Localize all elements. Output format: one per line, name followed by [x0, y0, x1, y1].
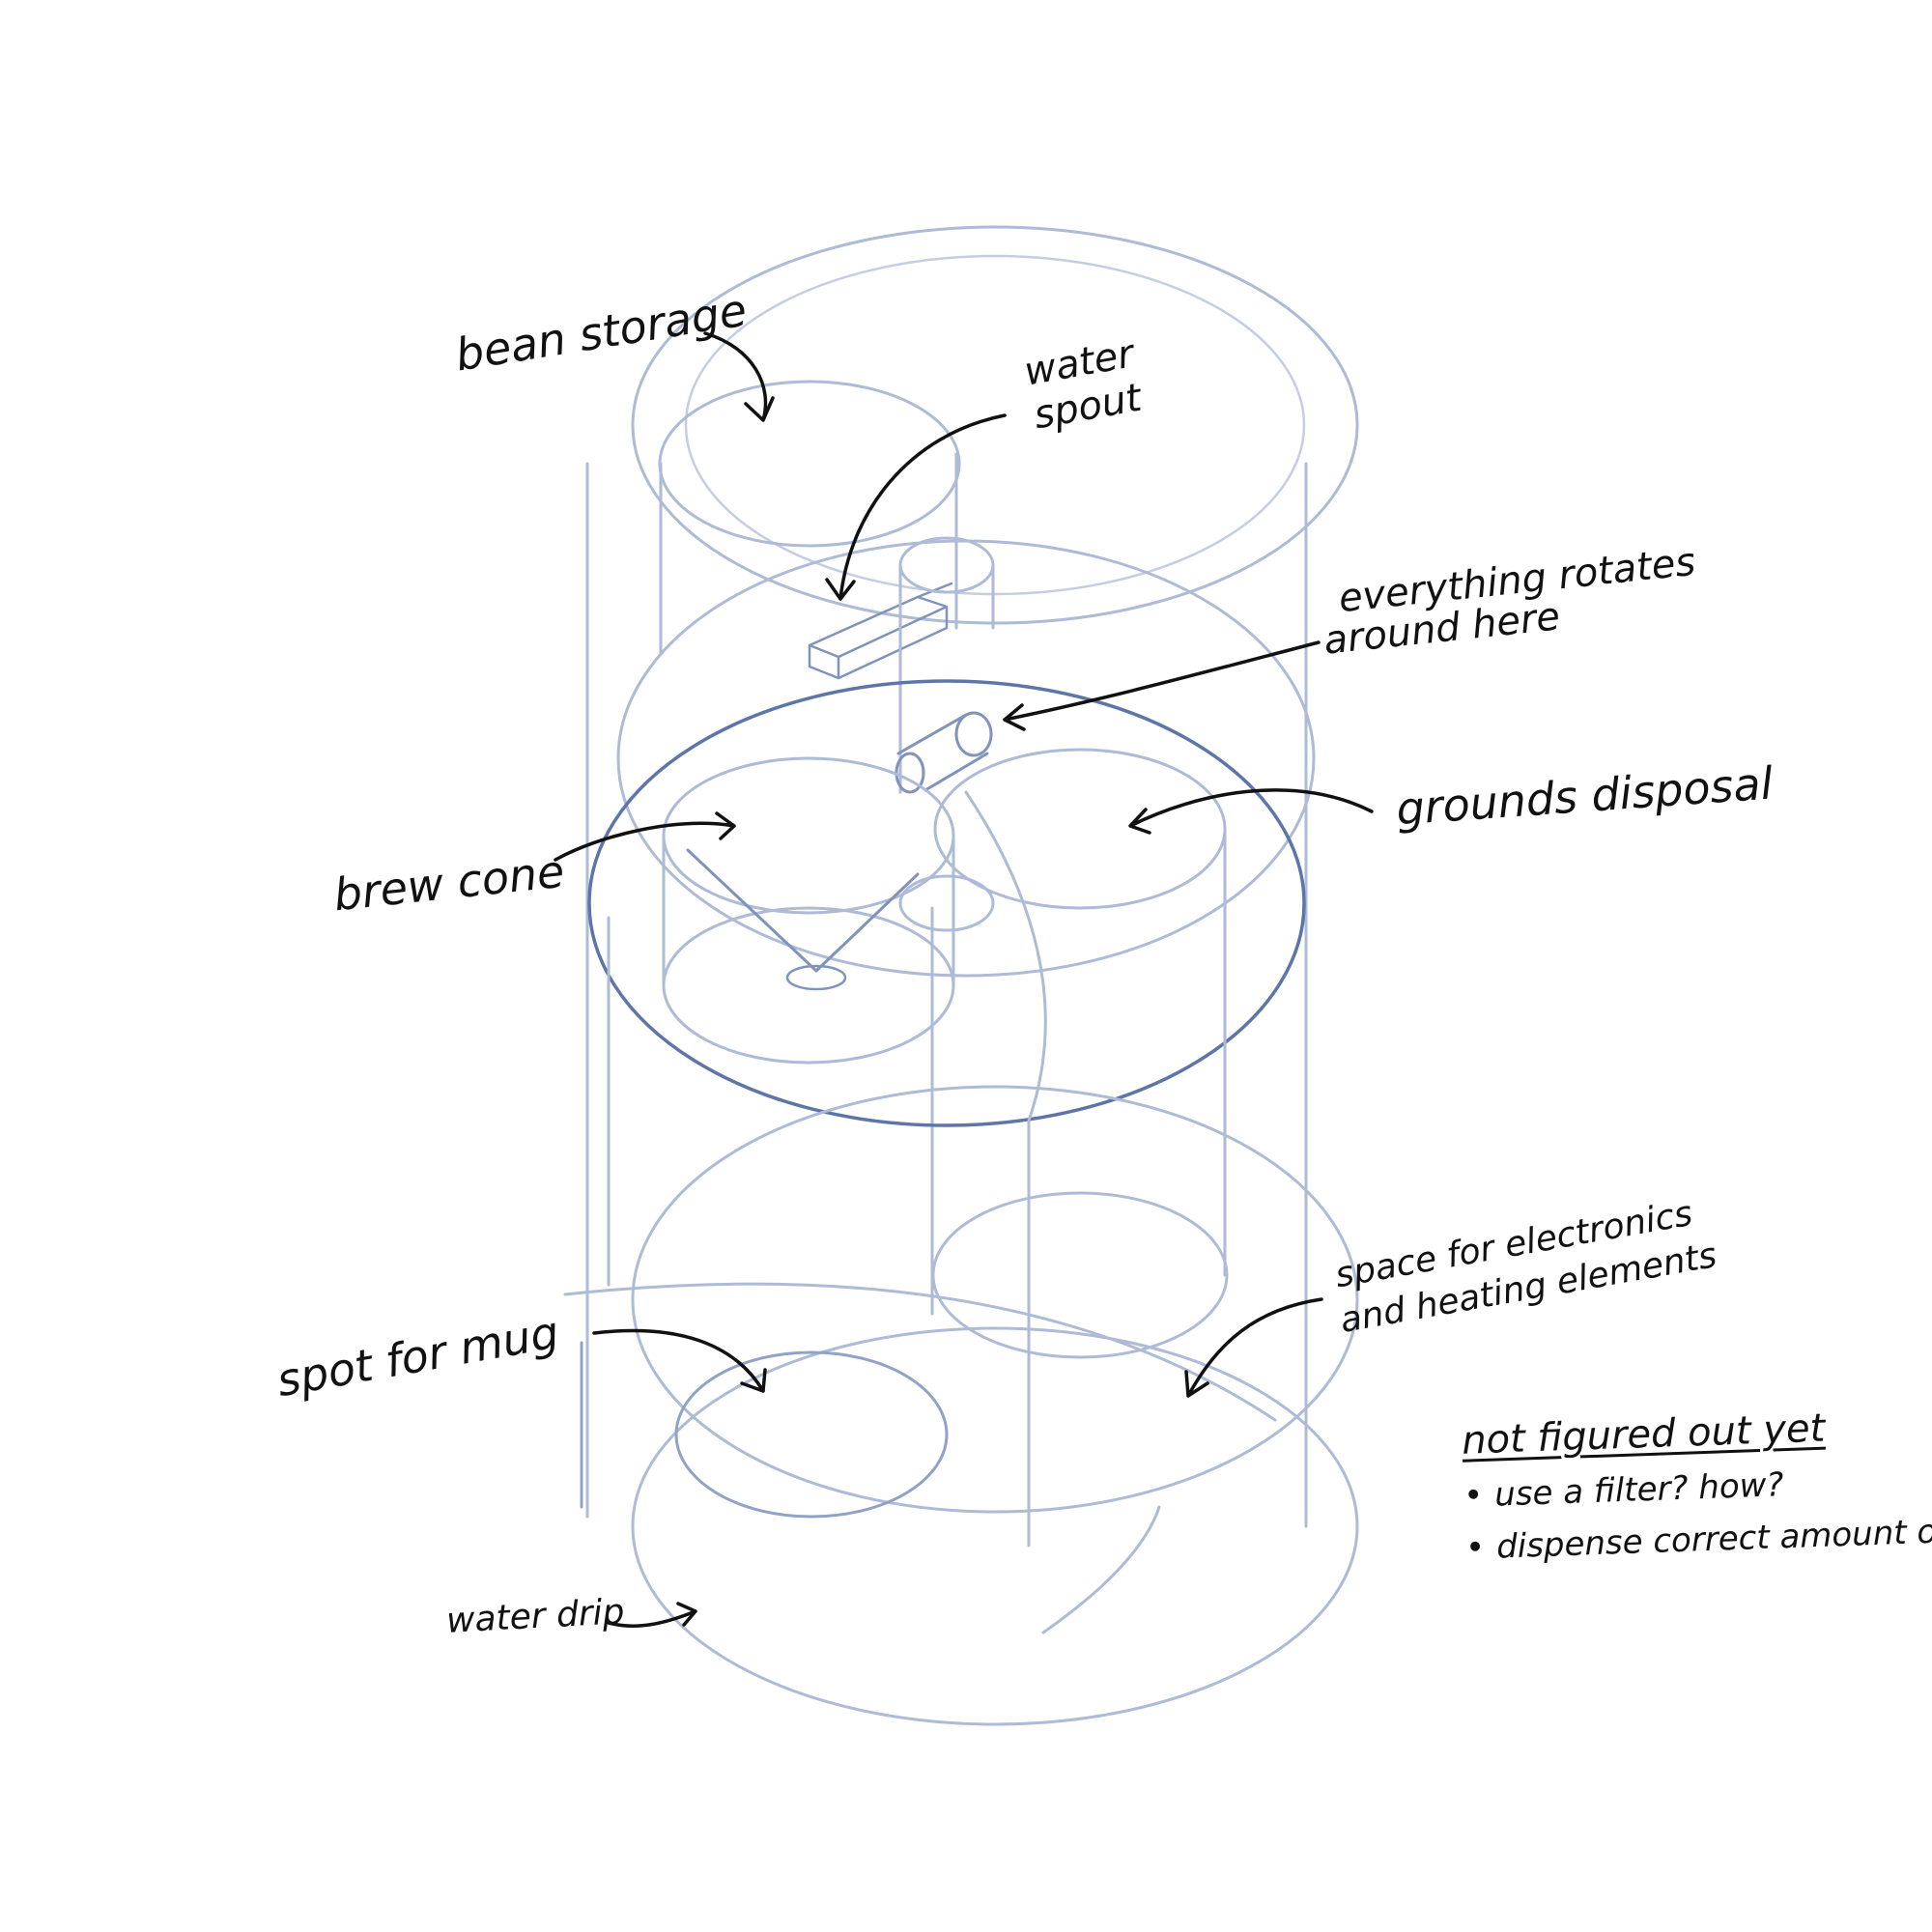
axle-pin-bottom: [923, 752, 989, 792]
main-rotating-disc: [587, 679, 1306, 1127]
axle-pin-top: [896, 713, 968, 755]
label-water-drip: water drip: [445, 1592, 626, 1641]
bean-storage-top: [658, 380, 961, 548]
upper-tier: [616, 380, 1316, 978]
outer-cylinder: [585, 225, 1359, 1726]
arrow-brew-cone: [554, 811, 736, 862]
shaft-collar: [898, 874, 995, 932]
note-item-filter: •use a filter? how?: [1463, 1465, 1785, 1516]
brew-cone-top: [662, 756, 955, 915]
arrow-rotation-shaft: [1003, 640, 1321, 731]
drip-tray-arc: [563, 1282, 1277, 1422]
grounds-bin-top: [933, 748, 1227, 910]
annotation-arrows: [554, 331, 1374, 1628]
arrow-bean-storage: [703, 331, 775, 422]
shaft-top: [898, 536, 995, 594]
open-questions-note: not figured out yet •use a filter? how? …: [1461, 1402, 1932, 1568]
lower-tier: [563, 916, 1359, 1634]
drip-tray-sweep: [1041, 1505, 1161, 1634]
brew-cone-outlet: [785, 964, 847, 991]
arrow-mug-spot: [592, 1328, 767, 1393]
grounds-chute: [964, 790, 1047, 1548]
outer-top-inner-rim: [684, 254, 1306, 596]
axle-pin-end: [954, 711, 993, 757]
arrow-water-drip: [607, 1602, 697, 1628]
mug-spot: [674, 1350, 949, 1519]
arrow-water-spout: [825, 413, 1007, 601]
brew-cone-funnel: [686, 848, 920, 973]
arrow-electronics: [1184, 1297, 1323, 1398]
water-spout-bar: [808, 582, 953, 680]
lower-tier-disc: [631, 1085, 1359, 1514]
brew-cone-base: [662, 906, 955, 1065]
note-item-filter-text: use a filter? how?: [1493, 1465, 1785, 1515]
outer-top-rim: [631, 225, 1359, 625]
rotating-disc: [587, 679, 1306, 1548]
upper-tier-disc: [616, 539, 1316, 978]
electronics-housing-top: [931, 1191, 1229, 1359]
arrow-grounds-disposal: [1128, 788, 1374, 835]
outer-bottom-rim: [631, 1326, 1359, 1726]
rotation-shaft: [895, 536, 995, 1316]
